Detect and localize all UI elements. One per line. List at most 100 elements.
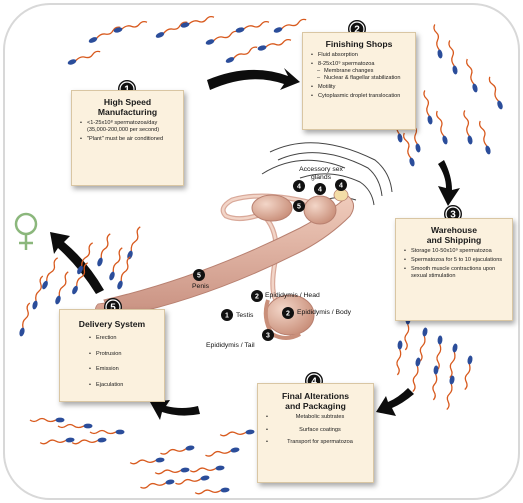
epididymis-body-label: Epididymis / Body — [297, 309, 352, 316]
sperm-cell — [109, 247, 123, 281]
stage-2-title: Finishing Shops — [325, 39, 393, 49]
stage-2-badge-number: 2 — [354, 25, 360, 36]
body-marker: 2 — [286, 311, 290, 318]
sperm-cell — [449, 343, 458, 379]
sperm-cell — [67, 50, 101, 65]
stage-2-bullet: 8-25x10⁹ spermatozoa — [311, 61, 409, 68]
epididymis-head-label: Epididymis / Head — [265, 292, 320, 299]
sperm-cell — [32, 275, 44, 310]
sperm-cell — [432, 365, 439, 401]
sperm-cell — [273, 18, 307, 33]
testis-marker: 1 — [225, 313, 229, 320]
accessory-marker-2: 4 — [318, 187, 322, 194]
sperm-cell — [175, 475, 210, 485]
stage-2-bullet: Fluid absorption — [311, 52, 409, 59]
sperm-cell — [463, 110, 473, 145]
stage-1-bullet: <1-25x10⁸ spermatozoa/day (35,000-200,00… — [80, 120, 177, 133]
epididymis-tail-label: Epididymis / Tail — [206, 342, 255, 349]
sperm-cell — [155, 21, 188, 38]
sperm-cell — [57, 423, 93, 429]
sperm-cell — [396, 340, 403, 376]
stage-5-title: Delivery System — [78, 319, 146, 329]
sperm-cell — [419, 327, 428, 363]
head-marker: 2 — [255, 294, 259, 301]
prostate — [303, 195, 337, 225]
flow-arrows — [50, 68, 460, 420]
accessory-lower-marker: 5 — [297, 204, 301, 211]
sperm-cell — [39, 437, 75, 445]
sperm-cell — [205, 30, 239, 45]
sperm-cell — [42, 257, 59, 290]
sperm-cell — [89, 429, 125, 435]
arrow-3-to-4 — [376, 388, 414, 416]
sperm-cell — [154, 467, 190, 475]
stage-1-bullet: "Plant" must be air conditioned — [80, 136, 177, 143]
stage-3-bullet: Storage 10-50x10⁹ spermatozoa — [404, 248, 506, 255]
sperm-cell — [29, 417, 65, 423]
stage-4-bullet: Surface coatings — [266, 427, 367, 434]
sperm-cell — [113, 21, 148, 33]
stage-5-box: Delivery System Erection Protrusion Emis… — [59, 309, 165, 402]
sperm-cell — [88, 26, 121, 43]
sperm-cell — [180, 16, 215, 28]
sperm-cell — [194, 487, 230, 495]
stage-5-bullet: Emission — [89, 366, 158, 373]
venus-symbol-icon — [14, 212, 38, 250]
stage-2-bullet: Motility — [311, 84, 409, 91]
sperm-cell — [127, 226, 141, 260]
stage-4-bullet: Transport for spermatozoa — [266, 439, 367, 446]
stage-4-badge-number: 4 — [311, 377, 317, 388]
sperm-cell — [412, 357, 421, 393]
penis-shaft — [103, 195, 354, 319]
seminal-vesicle — [251, 194, 293, 222]
tail-marker: 3 — [266, 333, 270, 340]
sperm-cell — [436, 335, 443, 371]
accessory-marker-3: 4 — [339, 183, 343, 190]
stage-2-sub-bullet: Nuclear & flagellar stabilization — [317, 75, 409, 82]
penis-marker: 5 — [197, 273, 201, 280]
sperm-cell — [219, 429, 255, 437]
sperm-cells — [19, 16, 503, 495]
sperm-cell — [488, 76, 503, 110]
sperm-cell — [205, 447, 240, 457]
sperm-cell — [160, 445, 195, 455]
sperm-cell — [448, 40, 458, 75]
sperm-cell — [225, 46, 258, 63]
sperm-cell — [189, 465, 225, 473]
stage-5-badge-number: 5 — [110, 303, 116, 314]
sperm-cell — [235, 21, 270, 33]
sperm-cell — [71, 437, 107, 445]
arrow-2-to-3 — [438, 160, 460, 206]
stage-5-bullet: Protrusion — [89, 351, 158, 358]
stage-3-bullet: Spermatozoa for 5 to 10 ejaculations — [404, 257, 506, 264]
sperm-cell — [257, 39, 292, 51]
sperm-cell — [72, 262, 89, 295]
arrow-1-to-2 — [207, 68, 300, 90]
sperm-cell — [55, 271, 69, 305]
stage-3-bullet: Smooth muscle contractions upon sexual s… — [404, 266, 506, 279]
sperm-cell — [403, 132, 415, 167]
sperm-cell — [423, 90, 433, 125]
sperm-cell — [129, 457, 165, 465]
sperm-cell — [446, 375, 455, 411]
accessory-marker-1: 4 — [297, 184, 301, 191]
sperm-cell — [466, 58, 478, 93]
sperm-cell — [479, 120, 491, 155]
accessory-glands-label: Accessory sex glands — [299, 166, 343, 181]
stage-5-bullet: Erection — [89, 335, 158, 342]
stage-2-bullet: Cytoplasmic droplet translocation — [311, 93, 409, 100]
stage-2-sub-bullet: Membrane changes — [317, 68, 409, 75]
sperm-cell — [464, 355, 473, 391]
arrow-4-to-5 — [150, 400, 200, 420]
penis-label: Penis — [192, 283, 210, 290]
body-contours — [261, 142, 393, 206]
stage-2-box: Finishing Shops Fluid absorption 8-25x10… — [302, 32, 416, 130]
sperm-cell — [117, 256, 131, 290]
sperm-cell — [19, 302, 31, 337]
